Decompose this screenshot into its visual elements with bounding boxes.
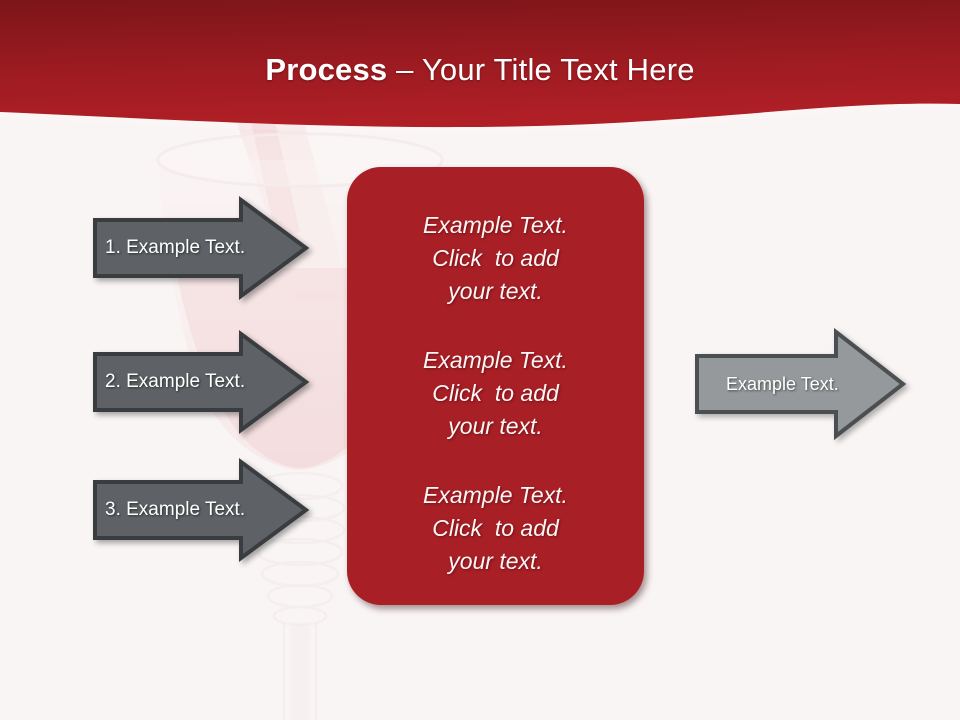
panel-block-1: Example Text. Click to add your text.	[347, 209, 644, 308]
page-title-rest: – Your Title Text Here	[387, 52, 695, 87]
panel-block-3-line-3: your text.	[448, 548, 543, 574]
step-arrow-2[interactable]: 2. Example Text.	[93, 330, 310, 434]
result-arrow[interactable]: Example Text.	[694, 327, 907, 441]
arrow-right-shape-icon	[93, 330, 310, 434]
panel-block-1-line-1: Example Text.	[423, 212, 568, 238]
step-arrow-2-label: 2. Example Text.	[105, 371, 246, 392]
panel-block-1-line-3: your text.	[448, 278, 543, 304]
content-panel[interactable]: Example Text. Click to add your text. Ex…	[347, 167, 644, 605]
panel-block-2: Example Text. Click to add your text.	[347, 344, 644, 443]
result-arrow-label: Example Text.	[726, 374, 839, 394]
panel-block-3-line-2: Click to add	[432, 515, 559, 541]
step-arrow-1[interactable]: 1. Example Text.	[93, 196, 310, 300]
page-title-strong: Process	[265, 52, 388, 87]
step-arrow-3[interactable]: 3. Example Text.	[93, 458, 310, 562]
panel-block-2-line-3: your text.	[448, 413, 543, 439]
step-arrow-1-label: 1. Example Text.	[105, 237, 246, 258]
header-band	[0, 0, 960, 134]
arrow-right-shape-icon	[93, 458, 310, 562]
step-arrow-3-label: 3. Example Text.	[105, 499, 246, 520]
arrow-right-shape-icon	[93, 196, 310, 300]
page-title: Process – Your Title Text Here	[0, 50, 960, 90]
panel-block-1-line-2: Click to add	[432, 245, 559, 271]
panel-block-2-line-2: Click to add	[432, 380, 559, 406]
panel-block-3-line-1: Example Text.	[423, 482, 568, 508]
panel-block-3: Example Text. Click to add your text.	[347, 479, 644, 578]
panel-block-2-line-1: Example Text.	[423, 347, 568, 373]
arrow-right-shape-icon	[695, 327, 907, 441]
